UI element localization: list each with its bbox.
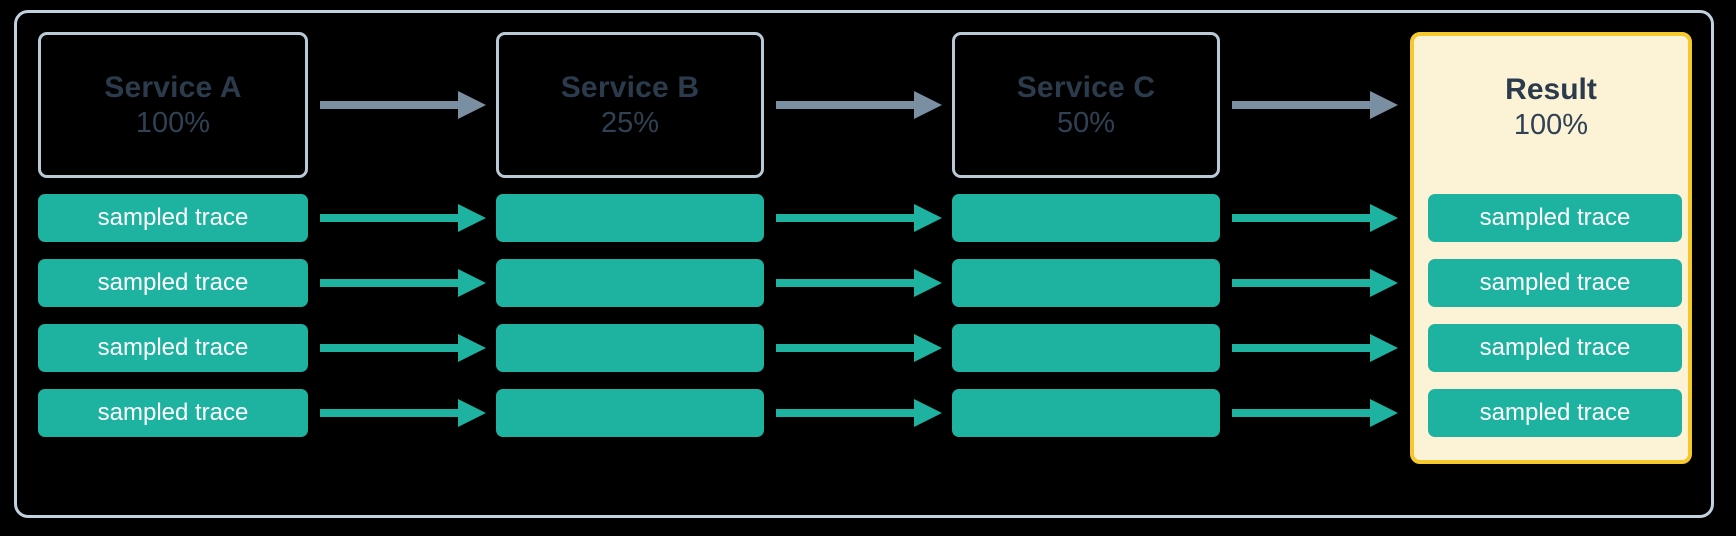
arrow-right-icon-trace-b-to-c-3: [774, 328, 944, 368]
service-a-name: Service A: [104, 70, 242, 104]
trace-bar-a-3[interactable]: sampled trace: [38, 324, 308, 372]
trace-bar-b-4[interactable]: [496, 389, 764, 437]
arrow-right-icon-service-b-to-c: [774, 85, 944, 125]
service-box-service-a[interactable]: Service A 100%: [38, 32, 308, 178]
arrow-right-icon-trace-c-to-result-4: [1230, 393, 1400, 433]
trace-bar-result-3[interactable]: sampled trace: [1428, 324, 1682, 372]
arrow-right-icon-trace-a-to-b-2: [318, 263, 488, 303]
result-card[interactable]: Result 100% sampled trace sampled trace …: [1410, 32, 1692, 464]
trace-bar-result-2[interactable]: sampled trace: [1428, 259, 1682, 307]
arrow-right-icon-trace-b-to-c-2: [774, 263, 944, 303]
trace-bar-c-1[interactable]: [952, 194, 1220, 242]
trace-label: sampled trace: [1479, 399, 1631, 426]
result-header: Result 100%: [1414, 36, 1688, 178]
stage-grid: Service A 100% sampled trace sampled tra…: [38, 32, 1692, 496]
trace-bar-b-1[interactable]: [496, 194, 764, 242]
trace-bar-b-3[interactable]: [496, 324, 764, 372]
service-b-name: Service B: [560, 70, 700, 104]
service-c-name: Service C: [1016, 70, 1156, 104]
trace-bar-a-4[interactable]: sampled trace: [38, 389, 308, 437]
trace-bar-result-1[interactable]: sampled trace: [1428, 194, 1682, 242]
result-percent: 100%: [1513, 108, 1589, 141]
trace-bar-a-1[interactable]: sampled trace: [38, 194, 308, 242]
service-box-service-c[interactable]: Service C 50%: [952, 32, 1220, 178]
trace-label: sampled trace: [97, 204, 249, 231]
trace-bar-c-2[interactable]: [952, 259, 1220, 307]
arrow-right-icon-trace-a-to-b-4: [318, 393, 488, 433]
service-box-service-b[interactable]: Service B 25%: [496, 32, 764, 178]
trace-label: sampled trace: [1479, 204, 1631, 231]
arrow-right-icon-trace-c-to-result-2: [1230, 263, 1400, 303]
trace-label: sampled trace: [97, 334, 249, 361]
arrow-right-icon-trace-c-to-result-3: [1230, 328, 1400, 368]
arrow-right-icon-trace-a-to-b-1: [318, 198, 488, 238]
service-b-percent: 25%: [600, 106, 660, 139]
trace-label: sampled trace: [1479, 334, 1631, 361]
trace-bar-c-4[interactable]: [952, 389, 1220, 437]
trace-bar-b-2[interactable]: [496, 259, 764, 307]
result-name: Result: [1505, 72, 1597, 106]
service-c-percent: 50%: [1056, 106, 1116, 139]
trace-bar-a-2[interactable]: sampled trace: [38, 259, 308, 307]
trace-label: sampled trace: [97, 399, 249, 426]
arrow-right-icon-trace-b-to-c-1: [774, 198, 944, 238]
arrow-right-icon-trace-c-to-result-1: [1230, 198, 1400, 238]
trace-label: sampled trace: [97, 269, 249, 296]
service-a-percent: 100%: [135, 106, 211, 139]
trace-bar-c-3[interactable]: [952, 324, 1220, 372]
arrow-right-icon-trace-b-to-c-4: [774, 393, 944, 433]
diagram-frame: [14, 10, 1714, 518]
arrow-right-icon-service-a-to-b: [318, 85, 488, 125]
arrow-right-icon-service-c-to-result: [1230, 85, 1400, 125]
trace-label: sampled trace: [1479, 269, 1631, 296]
arrow-right-icon-trace-a-to-b-3: [318, 328, 488, 368]
trace-bar-result-4[interactable]: sampled trace: [1428, 389, 1682, 437]
